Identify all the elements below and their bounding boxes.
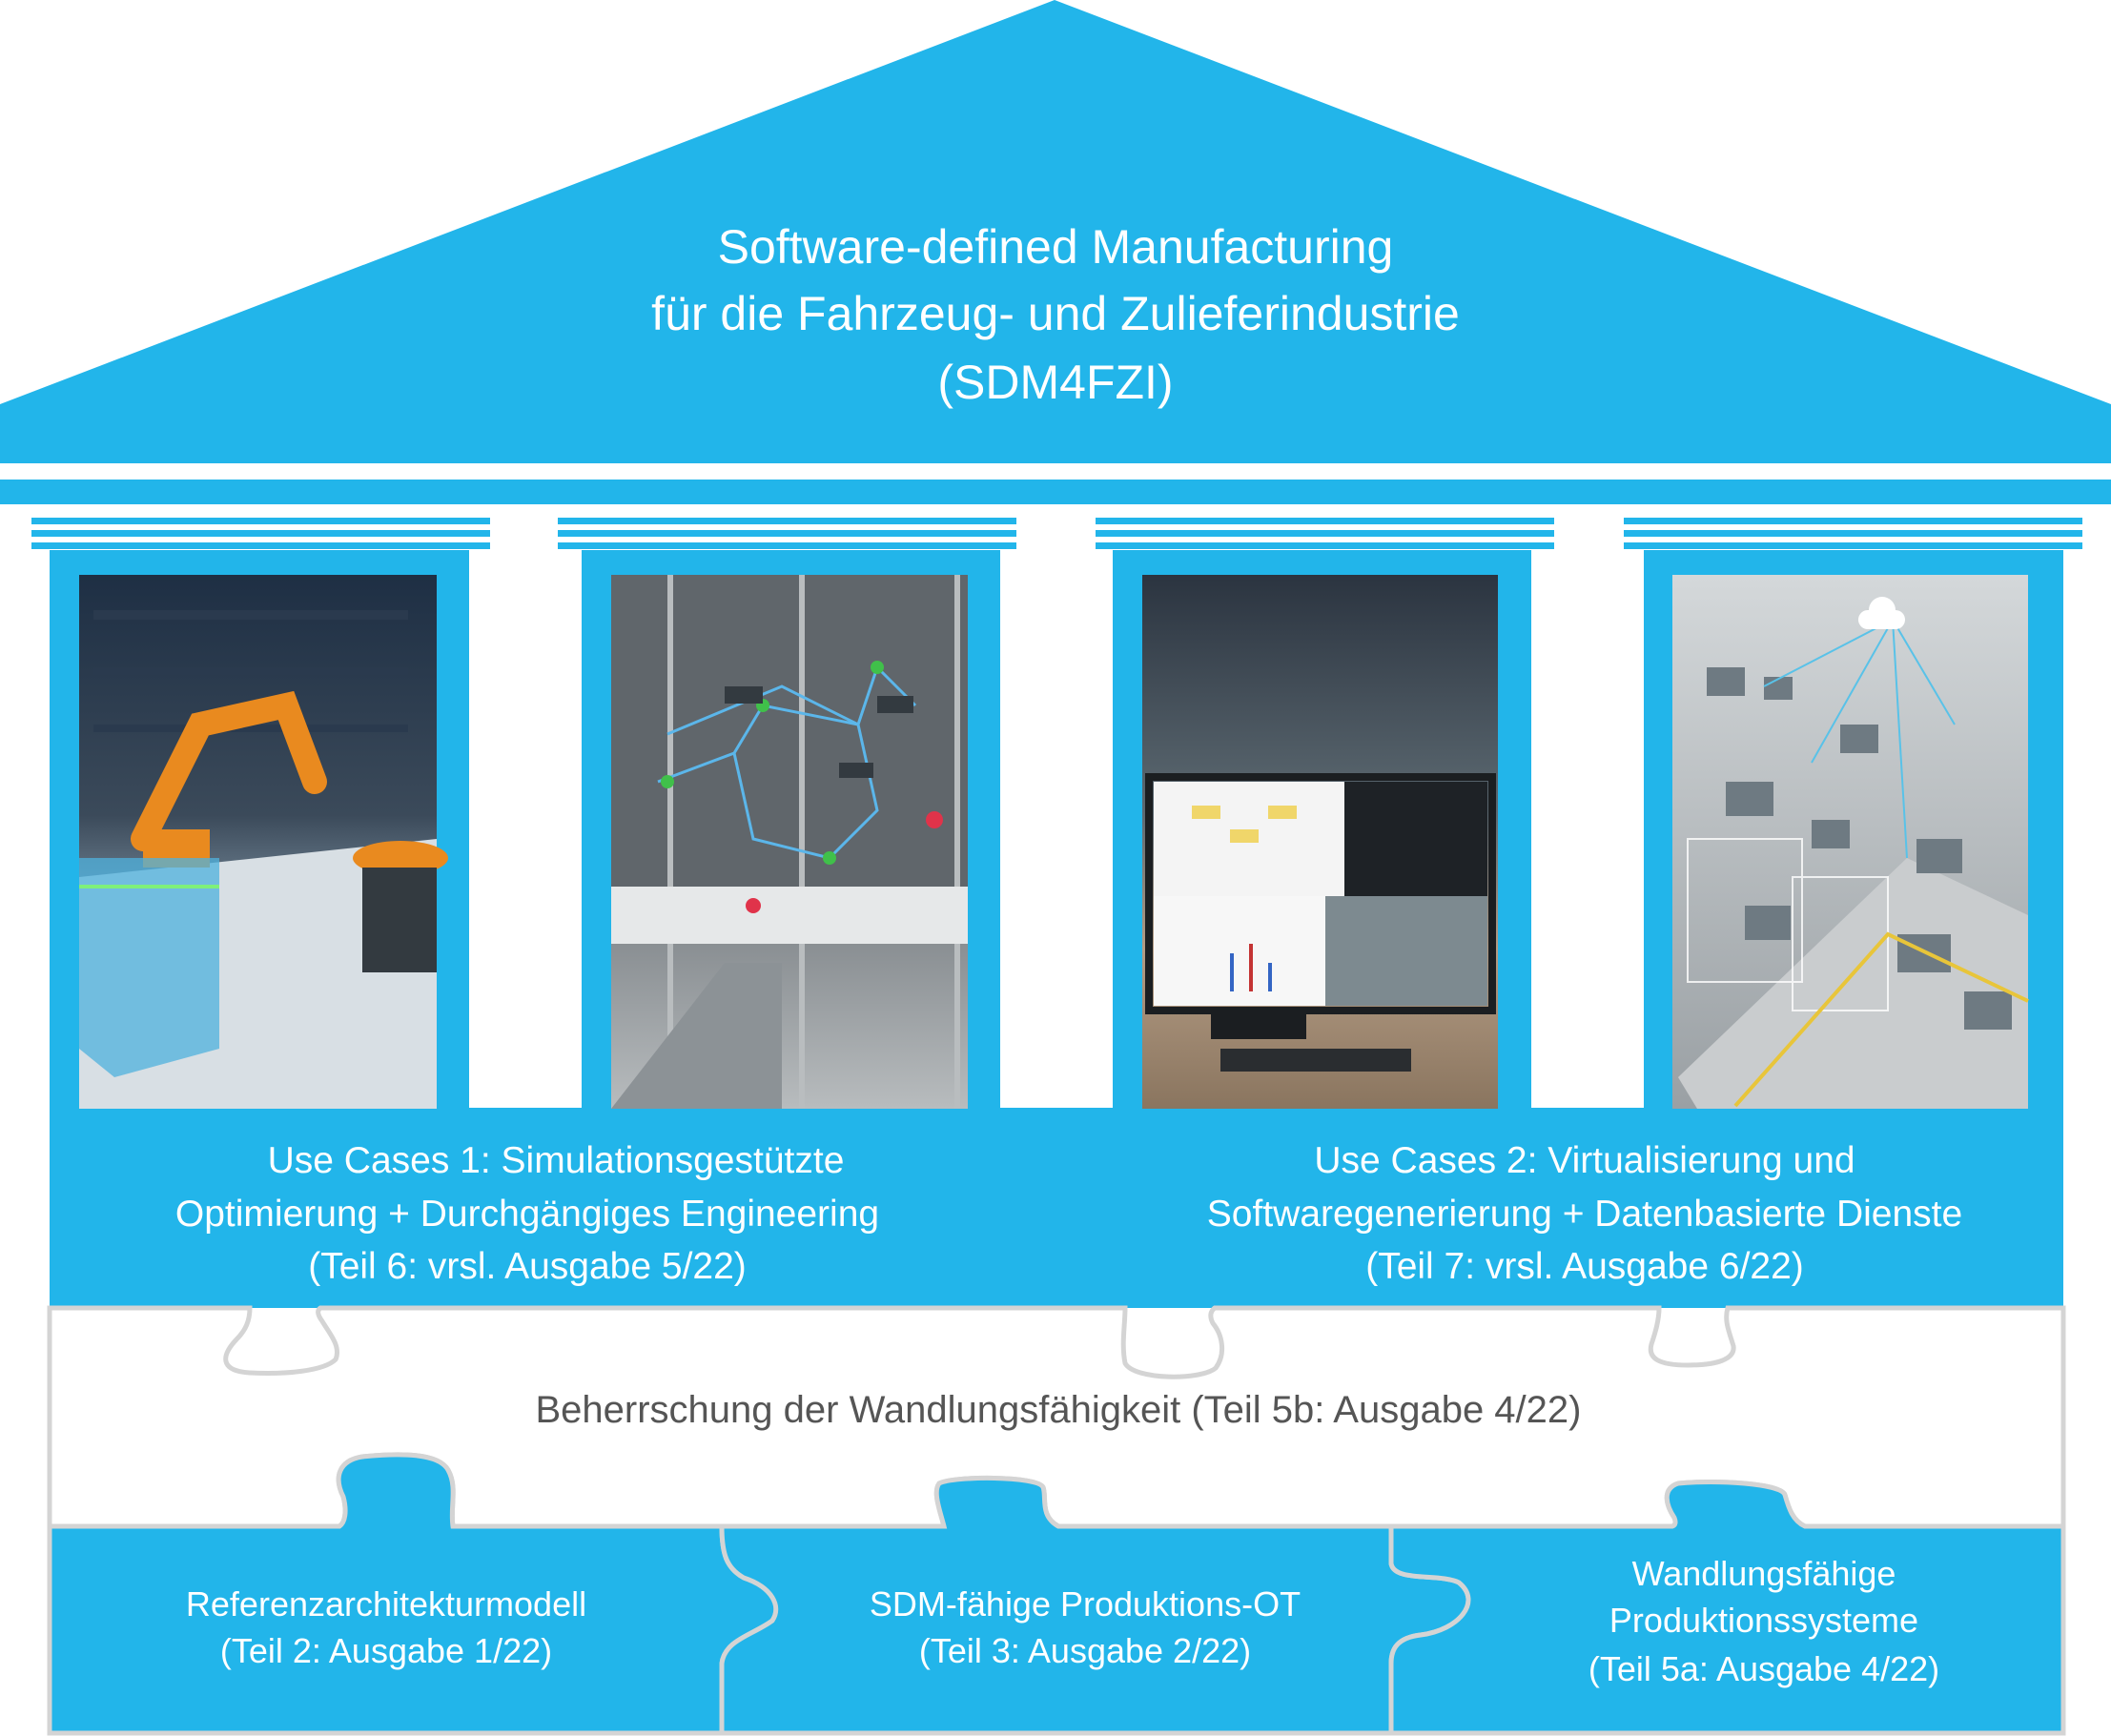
foundation-1-line-1: Referenzarchitekturmodell — [186, 1584, 586, 1624]
roof-title-line-1: Software-defined Manufacturing — [718, 220, 1394, 274]
foundation-piece-3: Wandlungsfähige Produktionssysteme (Teil… — [1388, 1480, 2066, 1736]
use-case-1-line-1: Use Cases 1: Simulationsgestützte — [268, 1140, 845, 1181]
use-case-2-line-2: Softwaregenerierung + Datenbasierte Dien… — [1207, 1194, 1962, 1235]
use-case-2-line-3: (Teil 7: vrsl. Ausgabe 6/22) — [1365, 1246, 1804, 1287]
middle-piece-label: Beherrschung der Wandlungsfähigkeit (Tei… — [536, 1389, 1582, 1431]
cloud-icon — [1857, 597, 1905, 629]
foundation-3-line-1: Wandlungsfähige — [1632, 1554, 1896, 1593]
pillar-photo-2 — [611, 575, 968, 1109]
pillar-photo-3 — [1142, 575, 1498, 1109]
use-case-1-line-2: Optimierung + Durchgängiges Engineering — [175, 1194, 879, 1235]
foundation-piece-2: SDM-fähige Produktions-OT (Teil 3: Ausga… — [719, 1475, 1471, 1736]
foundation-3-line-3: (Teil 5a: Ausgabe 4/22) — [1588, 1649, 1939, 1688]
use-case-1-line-3: (Teil 6: vrsl. Ausgabe 5/22) — [308, 1246, 747, 1287]
foundation-2-line-1: SDM-fähige Produktions-OT — [870, 1584, 1301, 1624]
pillar-capitals — [31, 518, 2082, 549]
pillar-photo-1 — [79, 575, 448, 1109]
roof-title-line-3: (SDM4FZI) — [937, 356, 1173, 409]
foundation-piece-1: Referenzarchitekturmodell (Teil 2: Ausga… — [47, 1452, 779, 1736]
middle-puzzle-piece: Beherrschung der Wandlungsfähigkeit (Tei… — [47, 1305, 2066, 1529]
foundation-2-line-2: (Teil 3: Ausgabe 2/22) — [919, 1631, 1251, 1670]
roof: Software-defined Manufacturing für die F… — [0, 0, 2111, 504]
pillar-photo-4 — [1672, 575, 2029, 1109]
robot-arm-icon — [131, 690, 327, 851]
foundation-3-line-2: Produktionssysteme — [1609, 1601, 1918, 1640]
pillars-and-use-cases — [50, 550, 2063, 1308]
foundation-1-line-2: (Teil 2: Ausgabe 1/22) — [220, 1631, 552, 1670]
use-case-2-line-1: Use Cases 2: Virtualisierung und — [1314, 1140, 1855, 1181]
roof-title-line-2: für die Fahrzeug- und Zulieferindustrie — [651, 287, 1460, 340]
